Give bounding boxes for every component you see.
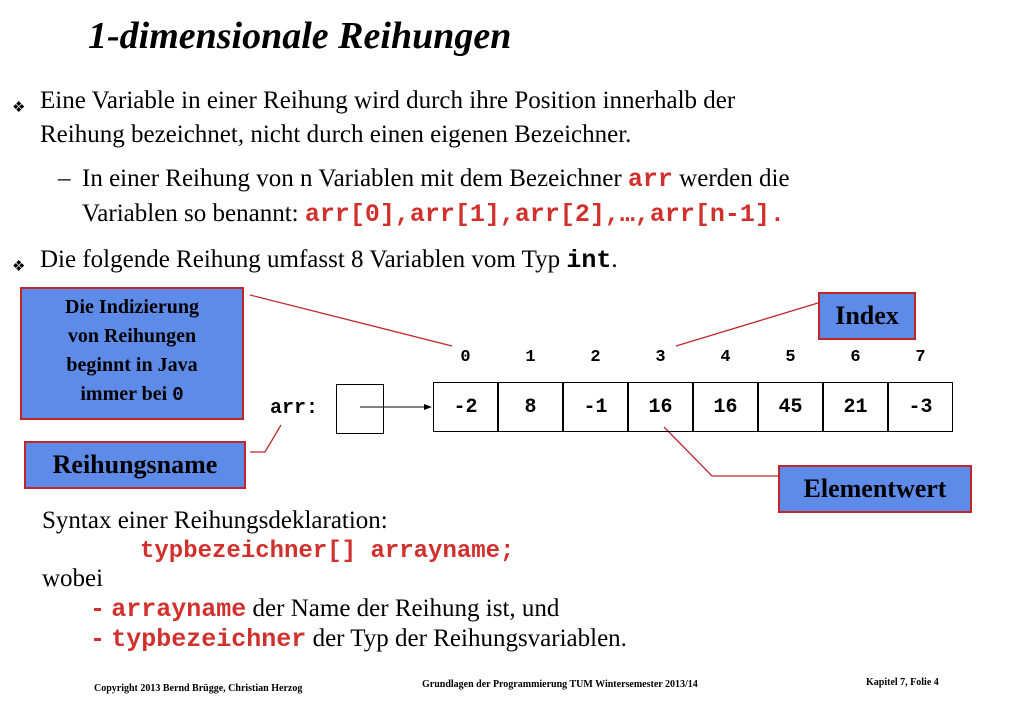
syntax-item1: - arrayname der Name der Reihung ist, un… <box>90 594 559 625</box>
footer-course: Grundlagen der Programmierung TUM Winter… <box>422 679 698 690</box>
syntax-item1-text: der Name der Reihung ist, und <box>252 595 560 622</box>
array-cell: 21 <box>823 382 888 432</box>
array-variable-label: arr: <box>270 397 319 420</box>
note-box: Die Indizierung von Reihungen beginnt in… <box>20 287 244 420</box>
code-typbezeichner: typbezeichner <box>111 625 307 654</box>
sub1-text: In einer Reihung von n Variablen mit dem… <box>82 162 790 232</box>
slide-title: 1-dimensionale Reihungen <box>88 15 512 57</box>
pointer-arrow-head <box>424 404 432 410</box>
reference-box <box>336 384 384 434</box>
array-cell: 8 <box>498 382 563 432</box>
element-value-label-box: Elementwert <box>778 465 972 513</box>
footer-slide-number: Kapitel 7, Folie 4 <box>866 677 939 688</box>
note-line4: immer bei 0 <box>22 380 242 410</box>
array-index: 1 <box>525 348 536 367</box>
array-index: 0 <box>460 348 471 367</box>
index-label-box: Index <box>818 292 916 340</box>
code-arr: arr <box>627 165 673 194</box>
array-cell: 16 <box>693 382 758 432</box>
array-cell: -3 <box>888 382 953 432</box>
array-index: 2 <box>590 348 601 367</box>
sub1-text-c: Variablen so benannt: <box>82 200 299 227</box>
note-line3: beginnt in Java <box>66 354 198 376</box>
sub1-text-a: In einer Reihung von n Variablen mit dem… <box>82 165 622 192</box>
value-connector-line <box>663 426 778 477</box>
note-line1: Die Indizierung <box>65 296 199 318</box>
array-cell: 16 <box>628 382 693 432</box>
footer-copyright: Copyright 2013 Bernd Brügge, Christian H… <box>94 683 303 694</box>
bullet1-line2: Reihung bezeichnet, nicht durch einen ei… <box>40 121 632 148</box>
syntax-wobei: wobei <box>42 565 104 592</box>
array-cell: 45 <box>758 382 823 432</box>
sub1-line1: In einer Reihung von n Variablen mit dem… <box>82 162 790 197</box>
array-index: 3 <box>655 348 666 367</box>
note-connector-line <box>249 294 453 347</box>
bullet1-line1: Eine Variable in einer Reihung wird durc… <box>40 87 736 114</box>
bullet-icon: ❖ <box>12 259 26 275</box>
syntax-item2-text: der Typ der Reihungsvariablen. <box>312 625 627 652</box>
bullet2-end: . <box>611 246 618 273</box>
bullet1-text: Eine Variable in einer Reihung wird durc… <box>40 84 735 152</box>
array-cell: -2 <box>433 382 498 432</box>
syntax-item2: - typbezeichner der Typ der Reihungsvari… <box>90 624 627 655</box>
name-connector-line <box>250 424 282 453</box>
array-index: 5 <box>785 348 796 367</box>
syntax-declaration: typbezeichner[] arrayname; <box>140 538 515 565</box>
array-index: 6 <box>850 348 861 367</box>
sub-dash: – <box>58 165 71 192</box>
syntax-item2-dash: - <box>90 625 106 654</box>
bullet2-line: Die folgende Reihung umfasst 8 Variablen… <box>40 246 561 273</box>
array-index: 4 <box>720 348 731 367</box>
array-cell: -1 <box>563 382 628 432</box>
note-zero: 0 <box>172 384 184 406</box>
note-line2: von Reihungen <box>67 325 197 347</box>
sub1-text-b: werden die <box>679 165 790 192</box>
code-arr-elements: arr[0],arr[1],arr[2],…,arr[n-1]. <box>304 200 785 229</box>
index-connector-line <box>675 302 819 347</box>
note-line4-text: immer bei <box>80 383 168 405</box>
bullet-icon: ❖ <box>12 100 26 116</box>
sub1-line2: Variablen so benannt: arr[0],arr[1],arr[… <box>82 197 790 232</box>
array-name-label-box: Reihungsname <box>24 441 246 489</box>
syntax-item1-dash: - <box>90 595 106 624</box>
syntax-line1: Syntax einer Reihungsdeklaration: <box>42 507 388 534</box>
code-int: int <box>566 246 612 275</box>
bullet2-text: Die folgende Reihung umfasst 8 Variablen… <box>40 243 618 278</box>
code-arrayname: arrayname <box>111 595 247 624</box>
array-index: 7 <box>915 348 926 367</box>
